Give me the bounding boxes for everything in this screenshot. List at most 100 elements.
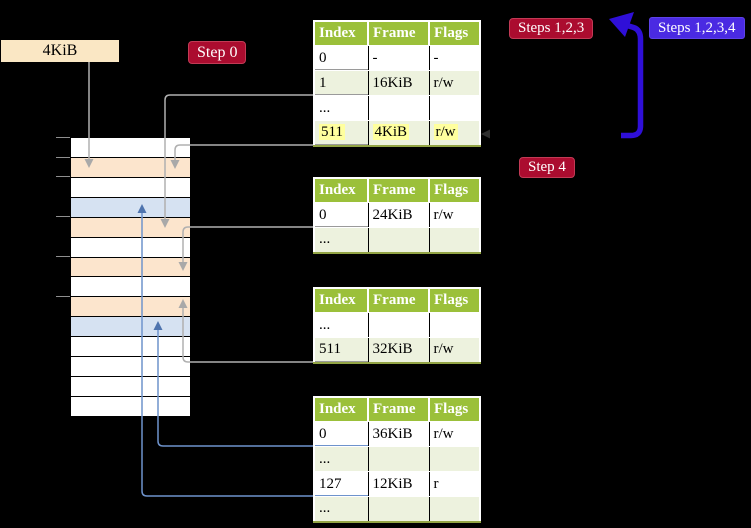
cell-frame: 24KiB	[368, 202, 430, 228]
cell-flags	[429, 446, 481, 472]
loop-arrow-shaft	[621, 22, 644, 139]
cell-flags: r/w	[429, 421, 481, 447]
column-header-frame: Frame	[368, 288, 430, 313]
column-header-index: Index	[314, 21, 369, 46]
memory-tick	[56, 157, 70, 158]
cell-flags: r/w	[429, 337, 481, 364]
index-underline	[315, 143, 368, 145]
page-table-level-3-row-0: ...	[314, 312, 481, 338]
column-header-frame: Frame	[368, 21, 430, 46]
memory-frame-row-10	[71, 337, 190, 358]
connector-l3-idx511-to-32kib	[182, 308, 313, 363]
cell-flags: r/w	[429, 202, 481, 228]
memory-frame-row-9	[71, 317, 190, 338]
memory-frame-row-7	[71, 277, 190, 298]
highlighted-value: 4KiB	[372, 124, 410, 141]
column-header-index: Index	[314, 288, 369, 313]
cell-index: 511	[314, 120, 369, 147]
index-underline	[315, 360, 368, 362]
cell-index: 511	[314, 337, 369, 364]
memory-tick	[56, 137, 70, 138]
connector-l1-idx511-to-4kib	[174, 144, 313, 160]
page-table-level-1-row-0: 0--	[314, 45, 481, 71]
cell-flags: r	[429, 471, 481, 497]
column-header-flags: Flags	[429, 397, 481, 422]
memory-frame-row-2	[71, 177, 190, 198]
highlighted-value: 511	[319, 124, 345, 141]
cell-frame: 32KiB	[368, 337, 430, 364]
cell-index: ...	[314, 95, 369, 121]
cell-flags	[429, 227, 481, 254]
cell-index: 0	[314, 421, 369, 447]
column-header-flags: Flags	[429, 178, 481, 203]
cell-index: ...	[314, 312, 369, 338]
loop-return-arrowhead	[481, 129, 490, 139]
cell-index: 1	[314, 70, 369, 96]
cell-flags	[429, 312, 481, 338]
cell-frame	[368, 496, 430, 523]
cell-index: 127	[314, 471, 369, 497]
step-0-badge: Step 0	[188, 41, 247, 64]
cell-frame	[368, 446, 430, 472]
step-4-badge: Step 4	[519, 157, 575, 178]
cell-index: 0	[314, 45, 369, 71]
cell-frame: 4KiB	[368, 120, 430, 147]
cell-frame: 16KiB	[368, 70, 430, 96]
memory-frame-row-12	[71, 377, 190, 397]
index-underline	[315, 445, 368, 446]
highlighted-value: r/w	[433, 124, 458, 141]
cell-frame: 12KiB	[368, 471, 430, 497]
cell-frame: -	[368, 45, 430, 71]
cell-frame	[368, 312, 430, 338]
physical-memory-stack	[70, 137, 191, 417]
column-header-index: Index	[314, 397, 369, 422]
memory-frame-row-4	[71, 217, 190, 238]
memory-frame-row-13	[71, 396, 190, 416]
cell-flags: r/w	[429, 120, 481, 147]
cell-frame	[368, 95, 430, 121]
cell-flags	[429, 496, 481, 523]
cell-index: 0	[314, 202, 369, 228]
column-header-frame: Frame	[368, 397, 430, 422]
column-header-frame: Frame	[368, 178, 430, 203]
steps-1234-badge: Steps 1,2,3,4	[649, 17, 745, 39]
column-header-flags: Flags	[429, 21, 481, 46]
memory-tick	[56, 296, 70, 297]
memory-frame-row-6	[71, 257, 190, 278]
page-table-level-4-row-1: ...	[314, 446, 481, 472]
column-header-flags: Flags	[429, 288, 481, 313]
memory-frame-row-5	[71, 237, 190, 258]
memory-frame-row-11	[71, 357, 190, 378]
index-underline	[315, 226, 368, 227]
cell-frame: 36KiB	[368, 421, 430, 447]
page-table-level-4-row-3: ...	[314, 496, 481, 523]
page-table-level-1-row-3: 511 4KiB r/w	[314, 120, 481, 147]
memory-frame-row-1	[71, 157, 190, 178]
page-table-level-1-row-2: ...	[314, 95, 481, 121]
index-underline	[315, 495, 368, 496]
index-underline	[315, 69, 368, 70]
index-underline	[315, 94, 368, 95]
cell-index: ...	[314, 496, 369, 523]
memory-tick	[56, 256, 70, 257]
page-table-level-2-row-1: ...	[314, 227, 481, 254]
cell-flags: r/w	[429, 70, 481, 96]
cell-frame	[368, 227, 430, 254]
memory-tick	[56, 176, 70, 177]
memory-frame-row-8	[71, 297, 190, 318]
frame-size-label: 4KiB	[1, 40, 119, 62]
